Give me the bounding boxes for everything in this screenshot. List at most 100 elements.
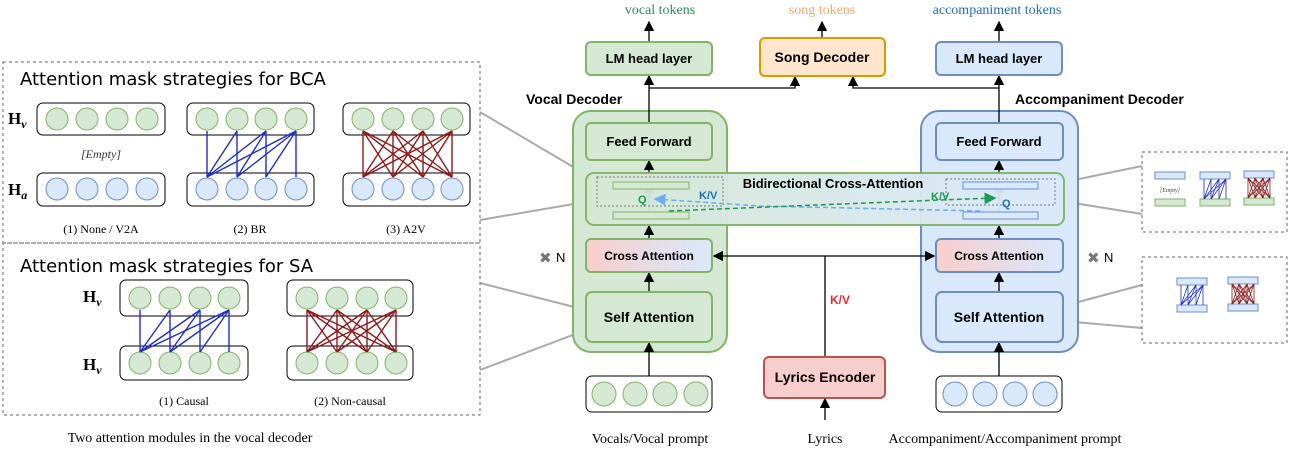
hv-label: Hv [8,109,27,131]
sa-label-noncausal: (2) Non-causal [314,394,386,408]
self-attention-left-label: Self Attention [604,309,694,325]
token-row-box [342,102,471,136]
token-circle [440,107,464,131]
acc-input-token [1002,381,1028,407]
sa-label-causal: (1) Causal [159,394,209,408]
mini-bar [1227,276,1259,285]
mini-causal-link [1195,284,1204,306]
mini-bar [1176,304,1208,313]
br-mask-link [265,130,297,178]
mini-noncausal-link [1231,283,1240,305]
mini-a2v-link [1247,177,1264,199]
feed-forward-left-label: Feed Forward [606,134,691,149]
bca-label-a2v: (3) A2V [386,222,426,236]
token-row-box [186,172,315,207]
token-circle [225,107,249,131]
token-circle [158,351,182,375]
mini-br-link [1218,178,1227,200]
token-circle [195,107,219,131]
acc-input-token [1032,381,1058,407]
song-decoder [759,37,886,77]
sa-mini-panel [1141,256,1288,344]
sa-strategies-panel [2,242,481,416]
feed-forward-right [935,122,1064,161]
lm-head-left-label: LM head layer [606,51,693,66]
a2v-mask-link [392,130,453,178]
noncausal-mask-link [366,309,397,353]
token-circle [254,177,278,201]
vocal-input-token [652,381,678,407]
token-circle [225,177,249,201]
noncausal-mask-link [306,309,397,353]
hv-label-sa-bottom: Hv [83,355,102,377]
mini-bar [1243,197,1275,206]
token-circle [105,107,129,131]
acc-q-label: Q [1002,198,1011,210]
vocal-input-token [683,381,709,407]
mini-noncausal-link [1238,283,1255,305]
token-circle [135,107,159,131]
token-circle [351,107,375,131]
token-row-box [186,102,315,136]
token-circle [45,177,69,201]
accompaniment-tokens-label: accompaniment tokens [933,3,1062,18]
a2v-mask-link [422,130,453,178]
token-circle [355,351,379,375]
token-circle [284,107,308,131]
lm-head-right-label: LM head layer [956,51,1043,66]
mini-bar [1243,170,1275,179]
acc-kv-label: K/V [931,191,950,203]
bca-right-highlight [945,178,1056,206]
lyrics-encoder-label: Lyrics Encoder [775,369,876,385]
vocal-input-token [591,381,617,407]
token-circle [411,177,435,201]
mini-noncausal-link [1246,283,1255,305]
mini-br-link [1203,178,1220,200]
lyrics-input-label: Lyrics [808,432,843,447]
token-circle [384,351,408,375]
lm-head-left [585,41,713,76]
token-row-box [342,172,471,207]
mini-noncausal-link [1231,283,1255,305]
vocals-input-label: Vocals/Vocal prompt [592,432,709,447]
noncausal-mask-link [336,309,397,353]
token-row-box [36,172,166,207]
mini-br-link [1203,178,1227,200]
empty-label: [Empty] [81,147,121,161]
acc-query-bar [962,181,1039,190]
token-circle [355,286,379,310]
cross-attention-left [585,238,713,273]
token-circle [284,177,308,201]
token-circle [295,351,319,375]
token-circle [128,286,152,310]
a2v-mask-link [362,130,424,178]
token-circle [411,107,435,131]
vocal-decoder-label: Vocal Decoder [526,91,623,107]
a2v-mask-link [362,130,453,178]
repeat-left-label: N [556,250,565,265]
song-decoder-label: Song Decoder [775,49,870,65]
token-circle [295,286,319,310]
acc-input-box [935,375,1063,413]
cross-attention-left-label: Cross Attention [604,249,694,263]
token-row-box [119,345,249,381]
token-circle [188,286,212,310]
feed-forward-left [585,122,713,161]
bca-left-highlight [596,176,724,207]
lyrics-kv-label: K/V [830,293,850,307]
causal-mask-link [139,309,230,353]
bca-mini-panel [1141,151,1288,233]
mini-a2v-link [1254,177,1271,199]
vocal-kv-label: K/V [699,190,718,202]
bca-label: Bidirectional Cross-Attention [743,176,924,191]
vocal-q-label: Q [638,194,647,206]
accompaniment-input-label: Accompaniment/Accompaniment prompt [889,432,1122,447]
cross-attention-right-label: Cross Attention [954,249,1044,263]
acc-input-token [942,381,968,407]
bca-label-br: (2) BR [234,222,267,236]
token-circle [128,351,152,375]
song-tokens-label: song tokens [789,3,856,18]
token-circle [158,286,182,310]
vocal-input-token [622,381,648,407]
token-circle [384,286,408,310]
